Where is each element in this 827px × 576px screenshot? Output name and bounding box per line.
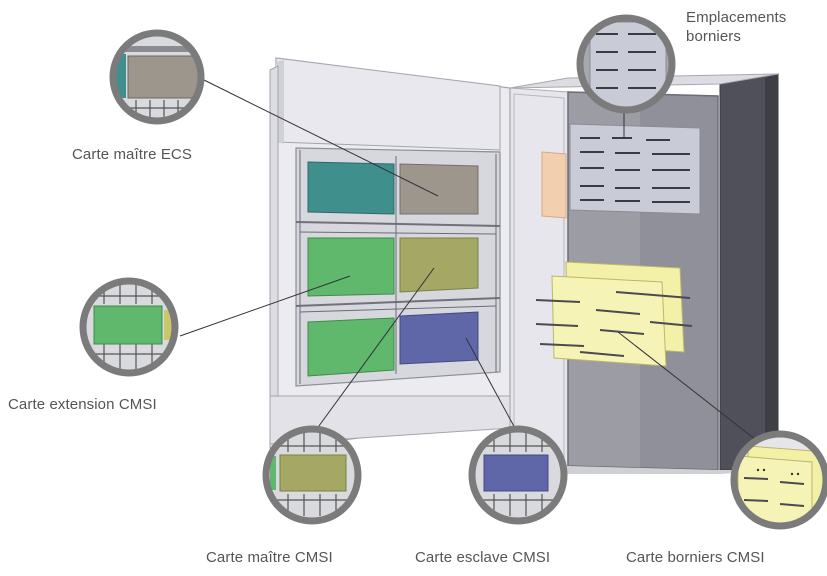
front-panel [269, 57, 511, 449]
magnifier-terminal-cmsi [730, 430, 827, 530]
callout-lines [179, 77, 757, 441]
extension-cmsi-card-2 [307, 317, 395, 377]
terminal-cards [535, 261, 693, 367]
label-carte-maitre-ecs: Carte maître ECS [72, 146, 192, 163]
label-emplacements-line1: Emplacements [686, 9, 787, 26]
label-carte-maitre-cmsi: Carte maître CMSI [206, 549, 333, 566]
magnifier-extension-cmsi [79, 277, 179, 377]
label-carte-esclave-cmsi: Carte esclave CMSI [415, 549, 551, 566]
magnifier-master-cmsi [262, 425, 362, 525]
label-carte-extension-cmsi: Carte extension CMSI [8, 396, 157, 413]
terminal-mount-plate [569, 123, 701, 215]
label-emplacements-borniers: Emplacements borniers [686, 8, 826, 46]
ecs-teal-card [307, 161, 395, 215]
magnifier-terminal-locations [576, 14, 676, 114]
magnifier-ecs-master [109, 29, 205, 125]
cabinet-body [509, 73, 779, 474]
peach-card [541, 151, 567, 219]
label-emplacements-line2: borniers [686, 28, 741, 45]
label-carte-borniers-cmsi: Carte borniers CMSI [626, 549, 765, 566]
extension-cmsi-card [307, 237, 395, 297]
master-cmsi-card [399, 237, 479, 293]
magnifier-slave-cmsi [468, 425, 568, 525]
ecs-master-card [399, 163, 479, 215]
